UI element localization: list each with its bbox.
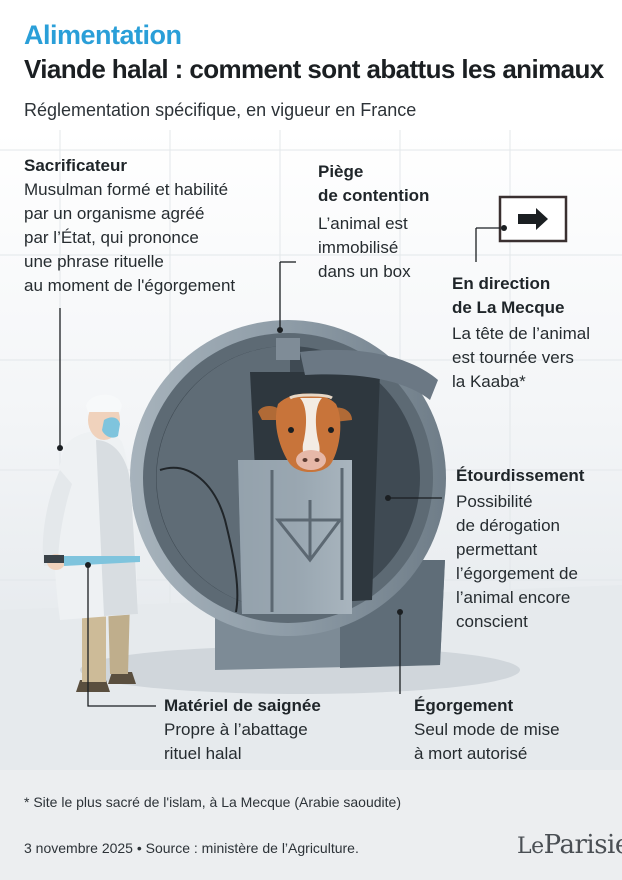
label-egorgement-heading: Égorgement [414, 696, 514, 715]
illustration [0, 130, 622, 770]
logo-le: Le [517, 834, 544, 859]
label-sacrificateur-text: Musulman formé et habilité par un organi… [24, 180, 236, 295]
le-parisien-logo: LeParisien [517, 830, 622, 860]
source-line: 3 novembre 2025 • Source : ministère de … [24, 840, 359, 856]
label-piege-text: L’animal est immobilisé dans un box [318, 214, 411, 281]
drum-top-cap [276, 338, 300, 360]
label-etourdissement-heading: Étourdissement [456, 466, 585, 485]
label-piege-heading: Piège de contention [318, 162, 430, 205]
sacrificateur-figure [42, 394, 140, 692]
label-etourdissement-text: Possibilité de dérogation permettant l’é… [456, 492, 578, 631]
page-title: Viande halal : comment sont abattus les … [24, 54, 604, 84]
footnote: * Site le plus sacré de l'islam, à La Me… [24, 794, 401, 810]
restraint-frame [270, 468, 344, 612]
label-mecque-heading: En direction de La Mecque [452, 274, 565, 317]
footer [0, 770, 622, 880]
restraint-box-side [238, 460, 300, 614]
mecca-direction-sign [498, 195, 568, 243]
label-sacrificateur-heading: Sacrificateur [24, 156, 127, 175]
label-materiel-text: Propre à l’abattage rituel halal [164, 720, 308, 763]
label-mecque-text: La tête de l’animal est tournée vers la … [452, 324, 590, 391]
cable [159, 466, 239, 613]
label-materiel-heading: Matériel de saignée [164, 696, 321, 715]
drum-lid [300, 349, 438, 400]
leader-lines [59, 227, 500, 707]
label-egorgement-text: Seul mode de mise à mort autorisé [414, 720, 560, 763]
logo-parisien: Parisien [543, 830, 622, 860]
kicker: Alimentation [24, 20, 182, 50]
page-subtitle: Réglementation spécifique, en vigueur en… [24, 100, 417, 120]
cow-head [258, 393, 352, 473]
leader-dots [57, 225, 507, 615]
